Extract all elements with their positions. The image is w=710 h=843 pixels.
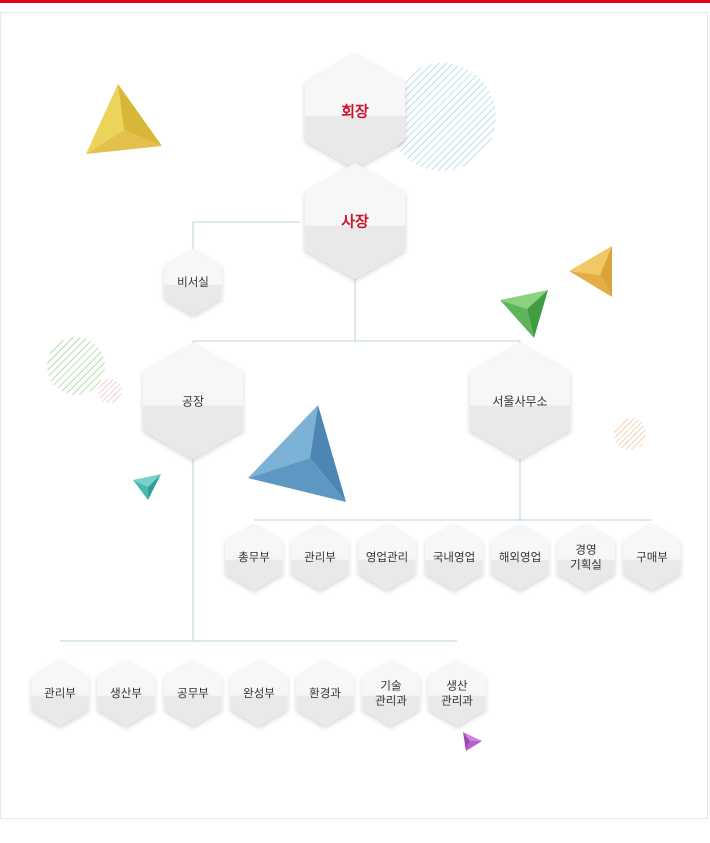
seoul-dept-node[interactable]: 구매부 [623,524,681,590]
top-accent-bar [0,0,710,3]
seoul-dept-node[interactable]: 영업관리 [358,524,416,590]
hexagon-shape [296,660,354,726]
seoul-dept-node[interactable]: 국내영업 [425,524,483,590]
hexagon-shape [358,524,416,590]
hexagon-shape [362,660,420,726]
hexagon-shape [557,524,615,590]
factory-node[interactable]: 공장 [142,343,244,459]
factory-dept-node[interactable]: 관리부 [31,660,89,726]
hexagon-shape [428,660,486,726]
hexagon-shape [142,343,244,459]
org-chart-frame [0,12,708,819]
orange-pyramid-decoration [569,246,612,297]
hatched-circle-orange [614,418,646,450]
factory-dept-node[interactable]: 환경과 [296,660,354,726]
hexagon-shape [291,524,349,590]
factory-dept-label: 생산부 [110,686,142,700]
hexagon-shape [491,524,549,590]
factory-dept-label: 공무부 [177,686,209,700]
hatched-circle-green [47,337,105,395]
seoul-dept-label: 구매부 [636,550,668,564]
hexagon-shape [31,660,89,726]
green-pyramid-decoration [500,290,548,338]
seoul-dept-label: 총무부 [238,550,270,564]
hexagon-shape [304,163,406,279]
seoul-office-node[interactable]: 서울사무소 [469,343,571,459]
teal-pyramid-decoration [133,474,161,500]
hexagon-shape [623,524,681,590]
hatched-circle-blue [388,63,496,171]
president-label: 사장 [341,212,369,230]
secretary-label: 비서실 [177,275,209,289]
seoul-dept-node[interactable]: 관리부 [291,524,349,590]
purple-pyramid-decoration [463,732,482,751]
factory-dept-node[interactable]: 공무부 [164,660,222,726]
factory-dept-node[interactable]: 생산부 [97,660,155,726]
seoul-dept-node[interactable]: 총무부 [225,524,283,590]
seoul-office-label: 서울사무소 [492,394,547,408]
seoul-dept-label: 관리부 [304,550,336,564]
hexagon-shape [164,660,222,726]
seoul-dept-node[interactable]: 해외영업 [491,524,549,590]
chairman-label: 회장 [341,102,369,120]
factory-dept-label: 환경과 [309,686,341,700]
hexagon-shape [97,660,155,726]
seoul-dept-label: 국내영업 [433,550,475,564]
hexagon-shape [425,524,483,590]
hatched-circle-pink [98,379,122,403]
hexagon-shape [164,249,222,315]
seoul-dept-label: 영업관리 [366,550,408,564]
org-nodes: 회장 사장 비서실 공장 서울사무소 총무부 관리부 영업관리 국내영업 해외영… [31,53,681,726]
factory-dept-node[interactable]: 완성부 [230,660,288,726]
hexagon-shape [469,343,571,459]
hexagon-shape [230,660,288,726]
hexagon-shape [225,524,283,590]
hexagon-shape [304,53,406,169]
factory-dept-label: 관리부 [44,686,76,700]
yellow-pyramid-decoration [86,84,162,154]
president-node[interactable]: 사장 [304,163,406,279]
secretary-node[interactable]: 비서실 [164,249,222,315]
blue-pyramid-decoration [248,405,346,502]
seoul-dept-label: 해외영업 [499,550,541,564]
factory-dept-label: 완성부 [243,686,275,700]
chairman-node[interactable]: 회장 [304,53,406,169]
factory-label: 공장 [182,394,204,408]
secretary-line [192,221,300,262]
